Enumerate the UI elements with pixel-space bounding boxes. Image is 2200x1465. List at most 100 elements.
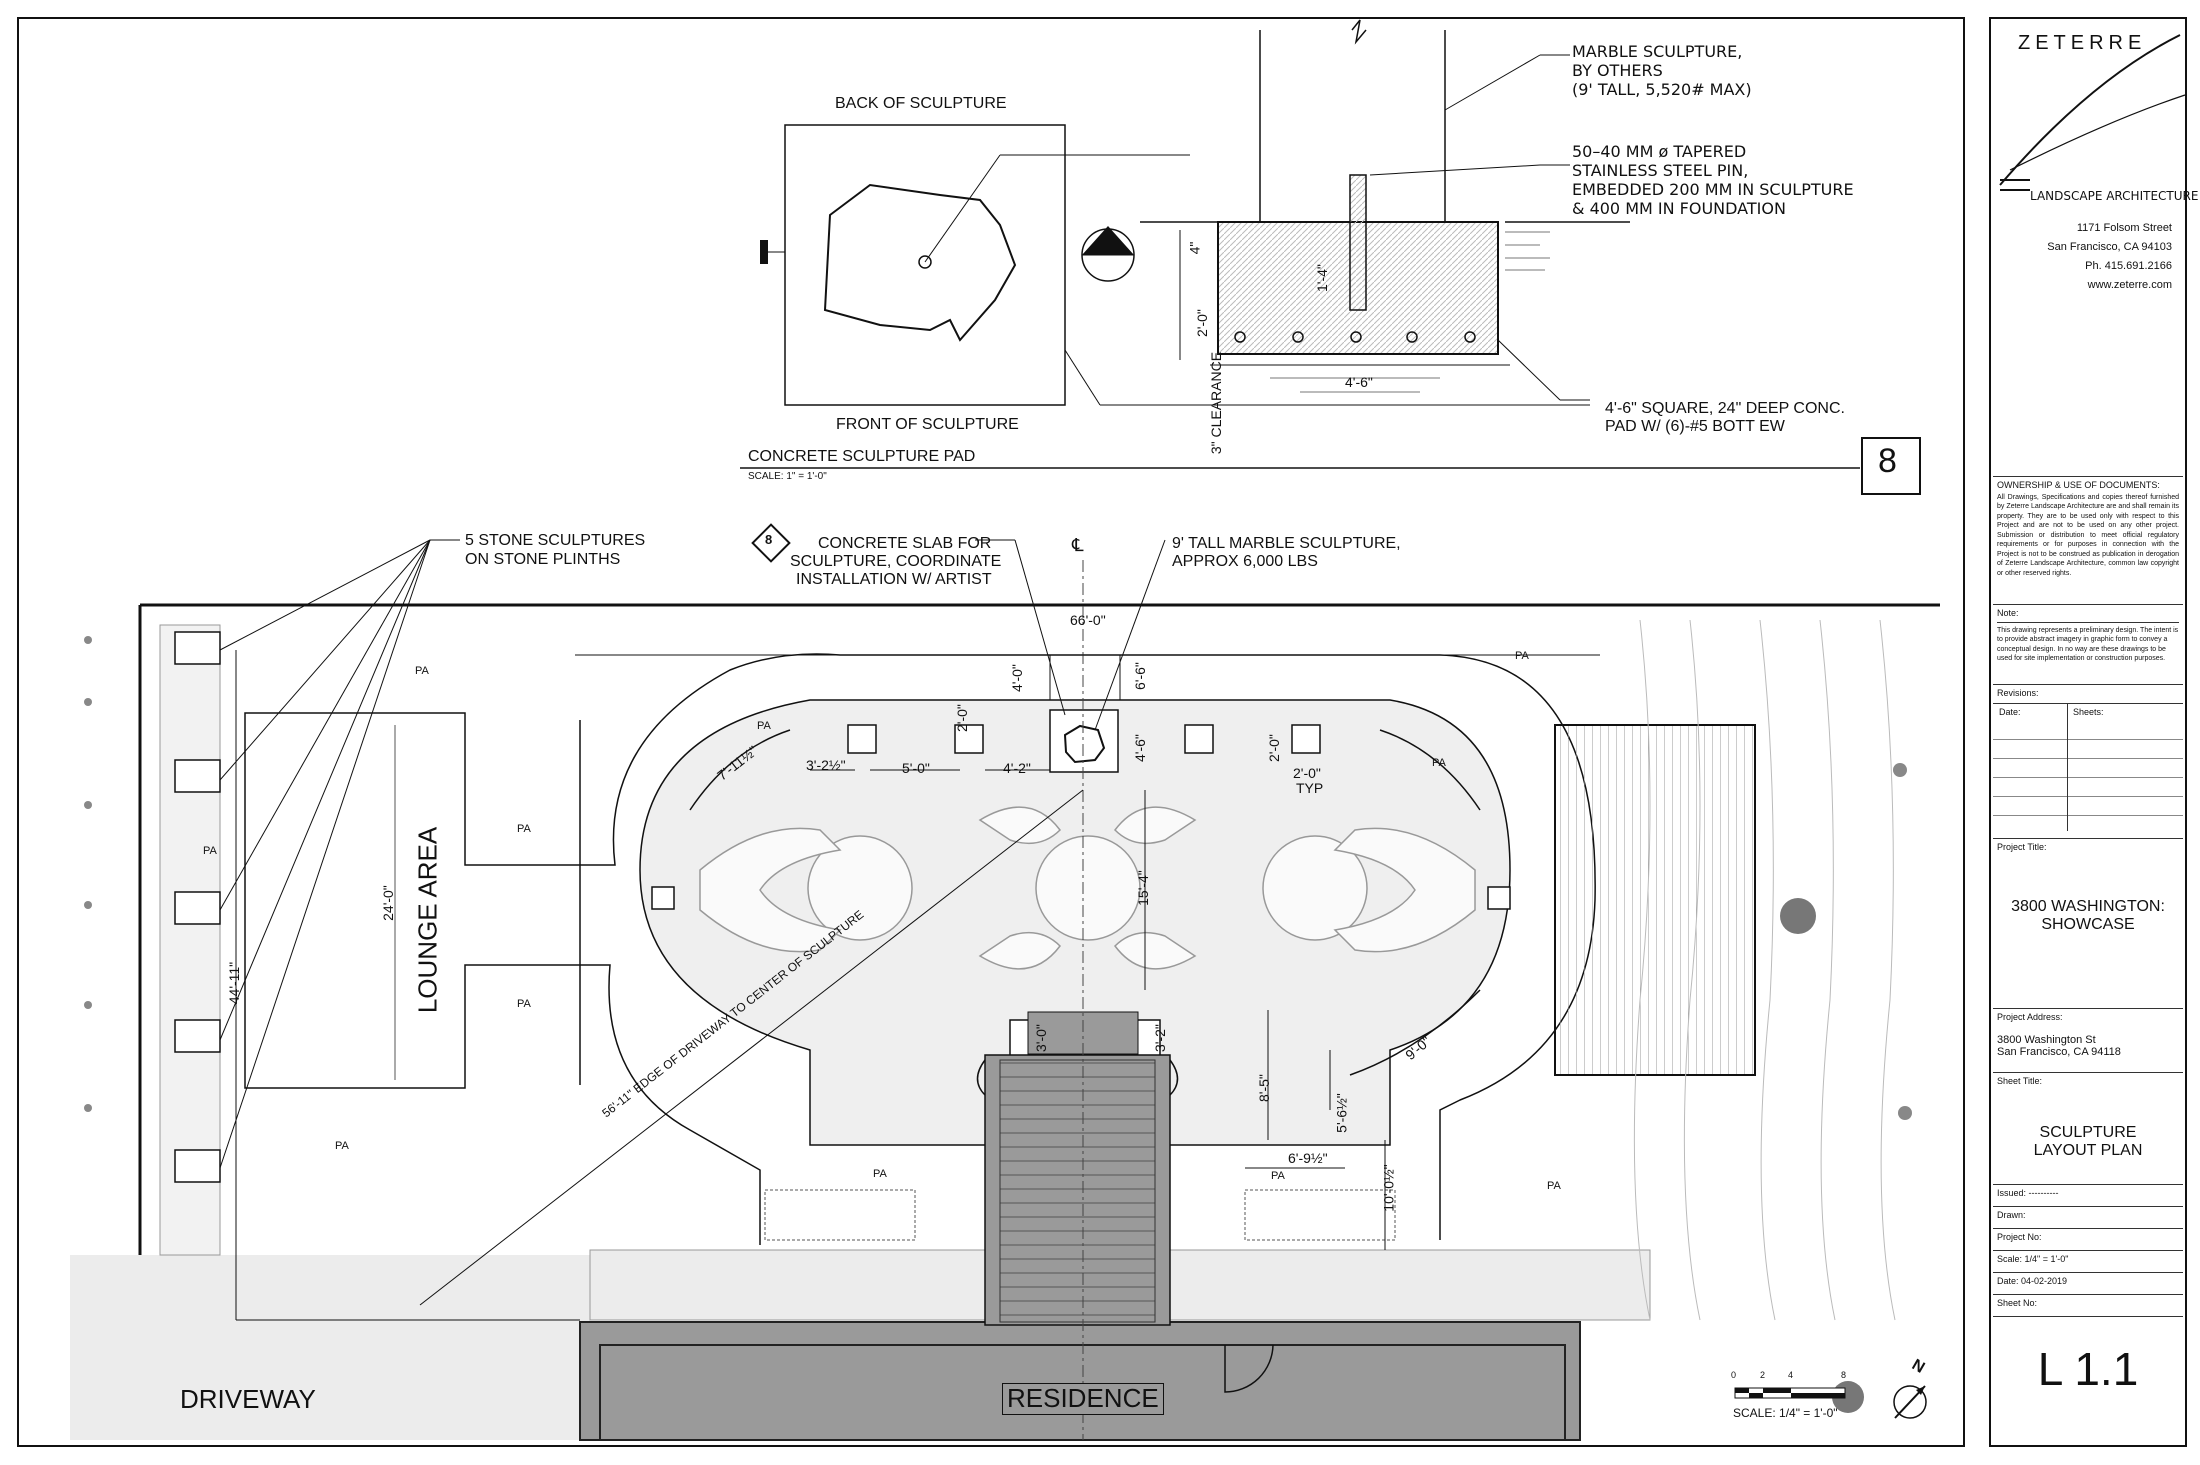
sheet-no-box: L 1.1 (1993, 1316, 2183, 1446)
firm-web: www.zeterre.com (2087, 279, 2172, 291)
dim-24-0: 24'-0" (379, 885, 396, 921)
dim-5-6: 5'-6½" (1333, 1093, 1350, 1133)
marble-plan-note-1: 9' TALL MARBLE SCULPTURE, (1172, 535, 1401, 552)
project-address-2: San Francisco, CA 94118 (1997, 1046, 2121, 1058)
pin-note-3: EMBEDDED 200 MM IN SCULPTURE (1572, 180, 1854, 199)
slab-note-3: INSTALLATION W/ ARTIST (796, 571, 992, 588)
drawing-border (17, 17, 1965, 1447)
firm-name: ZETERRE (2018, 32, 2147, 54)
pa-label: PA (517, 823, 531, 835)
revisions-sheets-col: Sheets: (2073, 707, 2104, 717)
sheet-number: L 1.1 (2037, 1343, 2139, 1395)
detail-title: CONCRETE SCULPTURE PAD (748, 448, 976, 465)
stone-plinths (174, 631, 221, 1183)
scale-field: Scale: 1/4" = 1'-0" (1993, 1250, 2183, 1272)
dim-4in: 4" (1186, 241, 1203, 255)
pin-note-2: STAINLESS STEEL PIN, (1572, 161, 1749, 180)
dim-5-0: 5'-0" (902, 760, 930, 776)
note-body: This drawing represents a preliminary de… (1997, 622, 2179, 664)
slab-tag: 8 (765, 532, 773, 547)
marble-note-3: (9' TALL, 5,520# MAX) (1572, 80, 1752, 99)
pa-label: PA (1432, 757, 1446, 769)
title-block-border (1989, 17, 2187, 1447)
dim-44-11: 44'-11" (226, 961, 243, 1005)
dim-3-0: 3'-0" (1032, 1024, 1049, 1052)
ownership-box: OWNERSHIP & USE OF DOCUMENTS: All Drawin… (1993, 476, 2183, 601)
pin-note-4: & 400 MM IN FOUNDATION (1572, 199, 1786, 218)
dim-4-6: 4'-6" (1131, 734, 1148, 762)
pad-note-1: 4'-6" SQUARE, 24" DEEP CONC. (1605, 400, 1845, 417)
note-label: Note: (1997, 608, 2019, 618)
firm-phone: Ph. 415.691.2166 (2085, 260, 2172, 272)
dim-clearance: 3" CLEARANCE (1208, 351, 1225, 455)
pa-label: PA (1271, 1170, 1285, 1182)
pa-label: PA (415, 665, 429, 677)
pa-label: PA (517, 998, 531, 1010)
project-no-field: Project No: (1993, 1228, 2183, 1250)
pad-note-2: PAD W/ (6)-#5 BOTT EW (1605, 418, 1785, 435)
detail-scale: SCALE: 1" = 1'-0" (748, 471, 827, 482)
paving-ornament (699, 806, 1476, 970)
slab-note-1: CONCRETE SLAB FOR (818, 535, 992, 552)
scale-label: SCALE: 1/4" = 1'-0" (1733, 1406, 1838, 1420)
dim-2-0-b: 2'-0" (1265, 734, 1282, 762)
residence-label: RESIDENCE (1002, 1383, 1164, 1415)
dim-typ: TYP (1296, 780, 1324, 796)
dim-4-0: 4'-0" (1008, 664, 1025, 692)
stone-sculptures-note-1: 5 STONE SCULPTURES (465, 532, 646, 549)
project-title-2: SHOWCASE (2041, 916, 2135, 933)
ownership-body: All Drawings, Specifications and copies … (1997, 494, 2179, 577)
project-title-box: Project Title: 3800 WASHINGTON: SHOWCASE (1993, 838, 2183, 1008)
front-of-sculpture-label: FRONT OF SCULPTURE (836, 416, 1019, 433)
sheet-title-box: Sheet Title: SCULPTURE LAYOUT PLAN (1993, 1072, 2183, 1184)
revisions-box: Revisions: Date: Sheets: (1993, 684, 2183, 838)
sheet-title-1: SCULPTURE (2039, 1124, 2137, 1141)
dim-15-4: 15'-4" (1134, 870, 1151, 906)
scale-tick: 0 (1731, 1370, 1737, 1380)
sheet-title-label: Sheet Title: (1997, 1076, 2043, 1086)
date-field: Date: 04-02-2019 (1993, 1272, 2183, 1294)
project-address-1: 3800 Washington St (1997, 1034, 2096, 1046)
dim-4-2: 4'-2" (1003, 760, 1031, 776)
marble-note-1: MARBLE SCULPTURE, (1572, 42, 1743, 61)
dim-66: 66'-0" (1070, 612, 1106, 628)
dim-2-0-typ: 2'-0" (1293, 765, 1321, 781)
dim-6-9: 6'-9½" (1288, 1150, 1328, 1166)
sculpture-pad-detail (740, 19, 1921, 495)
sheet-no-label: Sheet No: (1993, 1294, 2183, 1316)
scale-tick: 4 (1788, 1370, 1794, 1380)
dim-2-0: 2'-0" (1193, 309, 1210, 337)
scale-bar (1734, 1387, 1846, 1399)
firm-address-1: 1171 Folsom Street (2076, 222, 2172, 234)
project-address-label: Project Address: (1997, 1012, 2063, 1022)
dim-1-4: 1'-4" (1313, 264, 1330, 292)
dim-6-6: 6'-6" (1131, 662, 1148, 690)
dim-2-0-a: 2'-0" (953, 704, 970, 732)
driveway-label: DRIVEWAY (180, 1384, 316, 1414)
lounge-area-label: LOUNGE AREA (412, 826, 443, 1014)
ownership-title: OWNERSHIP & USE OF DOCUMENTS: (1997, 480, 2160, 490)
project-title-1: 3800 WASHINGTON: (2011, 898, 2165, 915)
revisions-date-col: Date: (1999, 707, 2021, 717)
stone-sculptures-note-2: ON STONE PLINTHS (465, 551, 621, 568)
pa-label: PA (335, 1140, 349, 1152)
dim-8-5: 8'-5" (1255, 1074, 1272, 1102)
slab-note-2: SCULPTURE, COORDINATE (790, 553, 1002, 570)
back-of-sculpture-label: BACK OF SCULPTURE (835, 95, 1007, 112)
sheet-title-2: LAYOUT PLAN (2033, 1142, 2143, 1159)
firm-logo-icon (1999, 34, 2186, 191)
pa-label: PA (873, 1168, 887, 1180)
drawn-field: Drawn: (1993, 1206, 2183, 1228)
north-arrow-icon (1893, 1385, 1927, 1419)
firm-address-2: San Francisco, CA 94103 (2047, 241, 2172, 253)
dim-10-0: 10'-0½" (1380, 1164, 1397, 1212)
pa-label: PA (1547, 1180, 1561, 1192)
project-address-box: Project Address: 3800 Washington St San … (1993, 1008, 2183, 1072)
note-box: Note: This drawing represents a prelimin… (1993, 604, 2183, 684)
dim-3-2: 3'-2½" (806, 757, 846, 773)
detail-number: 8 (1878, 442, 1897, 480)
pa-label: PA (203, 845, 217, 857)
dim-4-6-detail: 4'-6" (1345, 374, 1373, 390)
issued-field: Issued: ---------- (1993, 1184, 2183, 1206)
